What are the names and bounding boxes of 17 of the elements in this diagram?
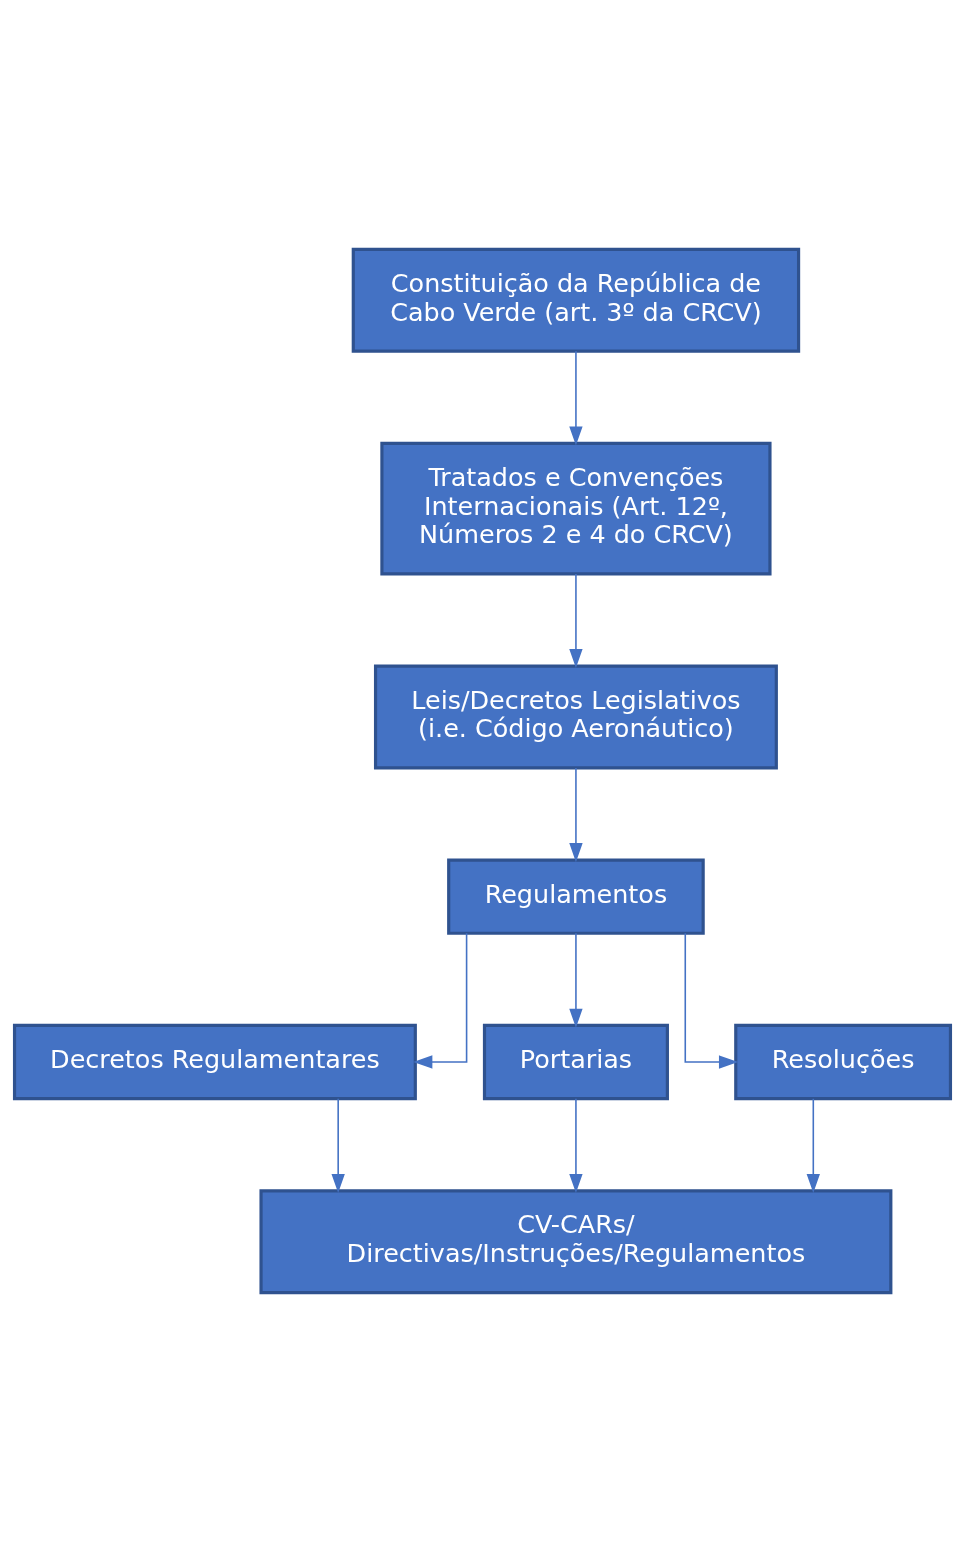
arrow xyxy=(569,766,583,862)
arrow xyxy=(569,349,583,446)
node-box: Regulamentos xyxy=(447,857,705,935)
arrow xyxy=(569,932,583,1028)
arrow xyxy=(413,932,468,1069)
node-box: Portarias xyxy=(482,1023,669,1100)
node-box: CV-CARs/ Directivas/Instruções/Regulamentos xyxy=(259,1188,893,1294)
node-box: Decretos Regulamentares xyxy=(12,1023,417,1100)
arrow xyxy=(684,932,739,1069)
arrow xyxy=(806,1097,820,1193)
arrow xyxy=(569,572,583,668)
arrow xyxy=(569,1097,583,1193)
node-box: Resoluções xyxy=(734,1023,953,1100)
node-box: Constituição da República de Cabo Verde (art. 3º da CRCV) xyxy=(351,247,801,353)
arrow xyxy=(331,1097,345,1193)
node-box: Leis/Decretos Legislativos (i.e. Código Aeronáutico) xyxy=(373,663,778,769)
node-box: Tratados e Convenções Internacionais (Art. 12º, Números 2 e 4 do CRCV) xyxy=(380,441,772,575)
